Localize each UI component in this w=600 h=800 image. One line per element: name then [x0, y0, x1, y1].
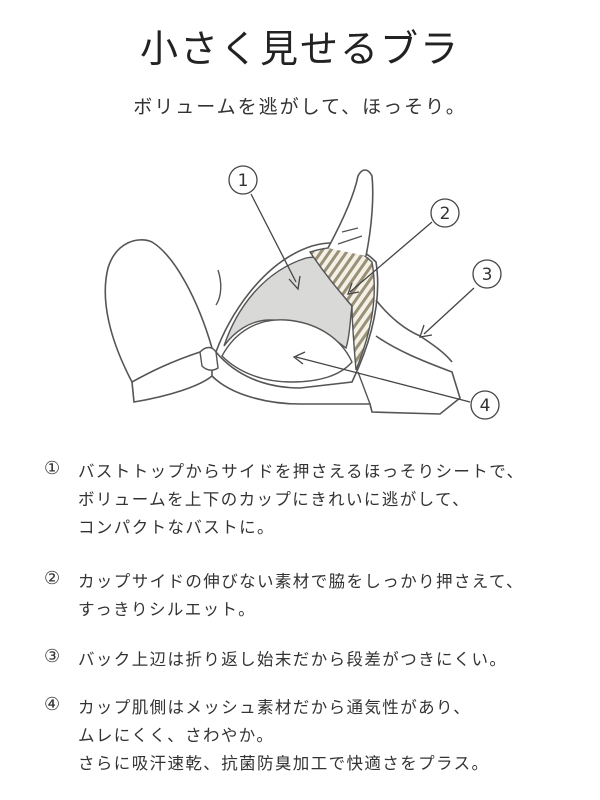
svg-text:2: 2 — [440, 204, 451, 224]
bra-diagram: 1 2 3 4 — [104, 165, 502, 420]
svg-text:1: 1 — [238, 171, 249, 191]
callout-3: 3 — [472, 259, 502, 289]
center-gore — [199, 346, 219, 371]
leader-line-4 — [295, 356, 471, 403]
leader-line-1 — [250, 193, 297, 283]
callout-1: 1 — [228, 165, 258, 195]
leader-line-2 — [349, 221, 433, 293]
callout-2: 2 — [430, 198, 460, 228]
note-text: ボリュームを上下のカップにきれいに逃がして、 — [78, 490, 470, 509]
note-text: すっきりシルエット。 — [78, 600, 257, 619]
note-text: ムレにくく、さわやか。 — [78, 726, 275, 745]
page-title: 小さく見せるブラ — [139, 27, 460, 71]
note-text: バストトップからサイドを押さえるほっそりシートで、 — [78, 462, 525, 481]
note-text: カップサイドの伸びない素材で脇をしっかり押さえて、 — [78, 572, 524, 591]
note-text: さらに吸汗速乾、抗菌防臭加工で快適さをプラス。 — [78, 754, 490, 773]
page-subtitle: ボリュームを逃がして、ほっそり。 — [133, 96, 467, 118]
note-text: カップ肌側はメッシュ素材だから通気性があり、 — [78, 698, 472, 717]
callout-4: 4 — [470, 390, 500, 420]
right-base — [211, 335, 461, 415]
note-number: ③ — [44, 646, 61, 667]
inner-lining-4 — [221, 319, 353, 383]
note-number: ④ — [44, 694, 61, 715]
svg-text:4: 4 — [480, 396, 491, 416]
note-number: ① — [44, 458, 61, 479]
leader-line-3 — [423, 287, 475, 335]
note-number: ② — [44, 568, 61, 589]
note-text: コンパクトなバストに。 — [78, 518, 275, 537]
note-text: バック上辺は折り返し始末だから段差がつきにくい。 — [78, 650, 508, 669]
shoulder-strap — [327, 169, 374, 257]
svg-text:3: 3 — [482, 265, 493, 285]
left-base — [131, 360, 213, 403]
left-cup — [104, 239, 213, 384]
back-band — [375, 299, 453, 363]
